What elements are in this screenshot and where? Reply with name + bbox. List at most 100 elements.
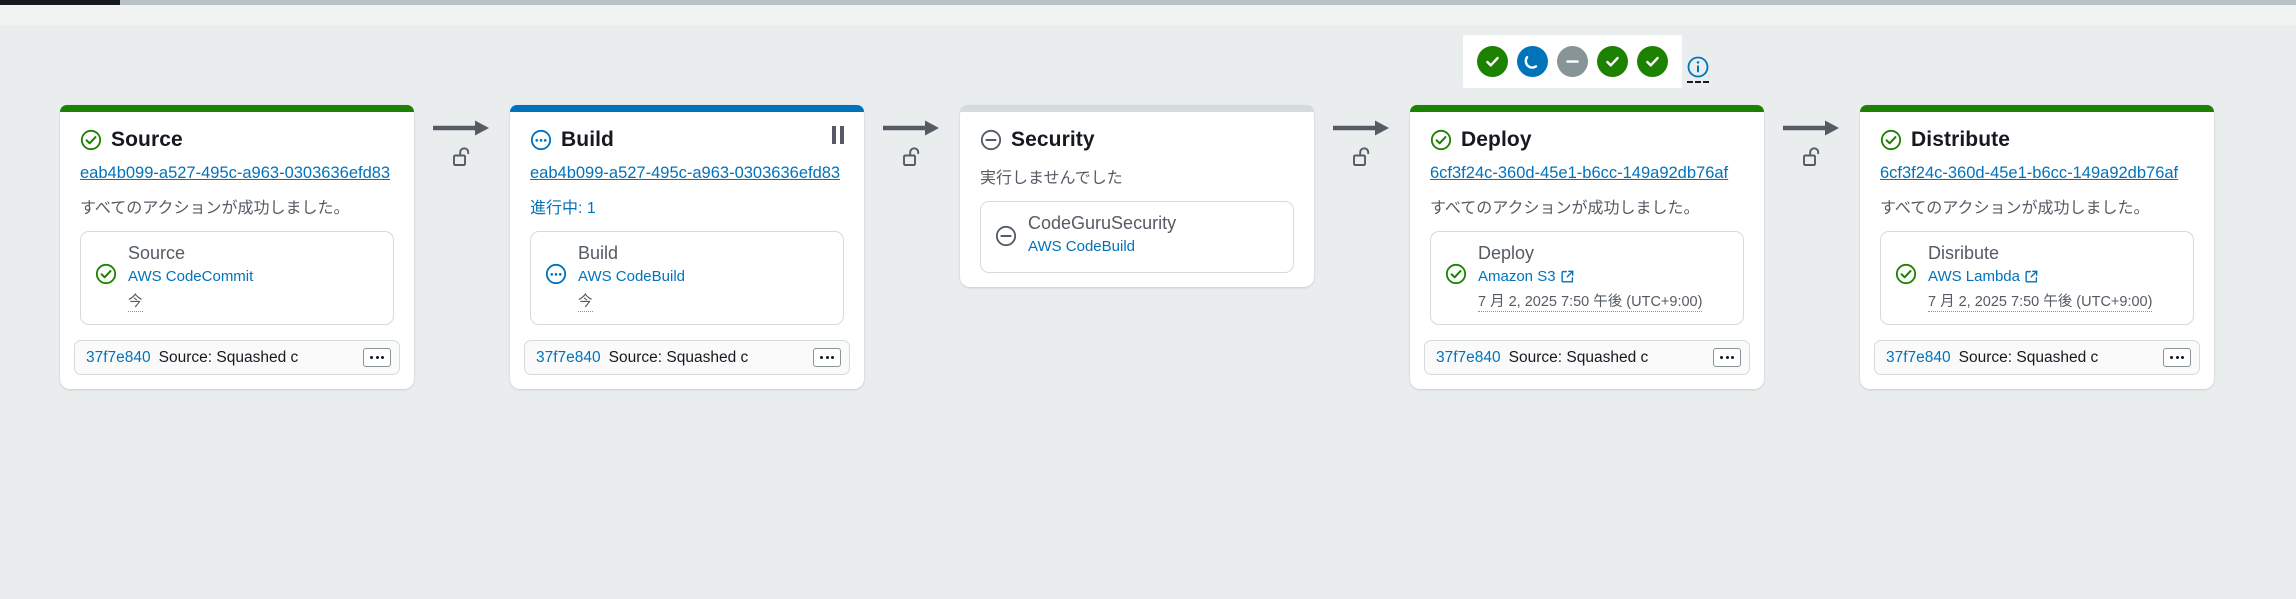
stage-status-bar [960, 105, 1314, 112]
action-status-icon-wrap [1445, 263, 1467, 290]
connector-security-deploy [1314, 105, 1410, 389]
pipeline-stage-row: Source eab4b099-a527-495c-a963-0303636efd… [0, 105, 2296, 389]
in-progress-circle-icon [1524, 55, 1538, 69]
stage-title: Distribute [1911, 128, 2011, 151]
action-provider-label: AWS CodeCommit [128, 268, 254, 285]
info-tooltip-trigger[interactable] [1686, 55, 1710, 83]
stage-header: Security [980, 128, 1294, 152]
unlock-icon [1803, 147, 1820, 166]
check-circle-icon [1486, 56, 1499, 67]
stage-commit-footer: 37f7e840 Source: Squashed c [1874, 340, 2200, 375]
stage-title: Build [561, 128, 614, 151]
stage-summary-text: 進行中: 1 [530, 200, 596, 217]
browser-chrome-band [0, 5, 2296, 25]
stage-commit-footer: 37f7e840 Source: Squashed c [1424, 340, 1750, 375]
unlock-icon [1353, 147, 1370, 166]
pipeline-stage-source[interactable]: Source eab4b099-a527-495c-a963-0303636efd… [60, 105, 414, 389]
top-scrollbar-thumb[interactable] [0, 0, 120, 5]
stage-transition-unlock-icon[interactable] [901, 145, 923, 174]
action-status-icon-wrap [545, 263, 567, 290]
action-provider-link[interactable]: Amazon S3 [1478, 268, 1729, 285]
stage-status-deploy[interactable] [1597, 46, 1628, 77]
pipeline-stage-distribute[interactable]: Distribute 6cf3f24c-360d-45e1-b6cc-149a92… [1860, 105, 2214, 389]
action-provider-label: AWS CodeBuild [1028, 238, 1135, 255]
stage-status-build[interactable] [1517, 46, 1548, 77]
commit-message: Source: Squashed c [608, 348, 749, 366]
action-provider-link[interactable]: AWS Lambda [1928, 268, 2179, 285]
commit-message: Source: Squashed c [1508, 348, 1649, 366]
commit-hash-link[interactable]: 37f7e840 [1886, 348, 1951, 366]
pipeline-stage-deploy[interactable]: Deploy 6cf3f24c-360d-45e1-b6cc-149a92db76… [1410, 105, 1764, 389]
commit-message: Source: Squashed c [1958, 348, 2099, 366]
commit-hash-link[interactable]: 37f7e840 [536, 348, 601, 366]
stage-execution-id-link[interactable]: eab4b099-a527-495c-a963-0303636efd83 [530, 164, 841, 182]
connector-source-build [414, 105, 510, 389]
stage-transition-unlock-icon[interactable] [451, 145, 473, 174]
in-progress-circle-icon [530, 129, 552, 151]
stage-status-summary-cluster [1463, 35, 1682, 88]
stage-header: Deploy [1430, 128, 1744, 152]
stage-transition-arrow [1783, 119, 1841, 142]
commit-more-button[interactable] [363, 348, 391, 367]
stage-status-distribute[interactable] [1637, 46, 1668, 77]
action-provider-link[interactable]: AWS CodeCommit [128, 268, 379, 285]
check-circle-icon [80, 129, 102, 151]
stage-status-bar [510, 105, 864, 112]
stage-title: Deploy [1461, 128, 1532, 151]
unlock-icon [903, 147, 920, 166]
action-name: CodeGuruSecurity [1028, 213, 1177, 233]
stage-transition-unlock-icon[interactable] [1801, 145, 1823, 174]
commit-hash-link[interactable]: 37f7e840 [86, 348, 151, 366]
stage-status-source[interactable] [1477, 46, 1508, 77]
check-circle-icon [1445, 263, 1467, 285]
commit-more-button[interactable] [813, 348, 841, 367]
stage-summary-text: 実行しませんでした [980, 170, 1123, 187]
arrow-right-icon [1783, 120, 1839, 136]
info-underline [1687, 81, 1709, 83]
arrow-right-icon [883, 120, 939, 136]
action-provider-link[interactable]: AWS CodeBuild [1028, 238, 1279, 255]
action-name: Disribute [1928, 243, 2000, 263]
top-scrollbar-track[interactable] [0, 0, 2296, 5]
pipeline-canvas: Source eab4b099-a527-495c-a963-0303636efd… [0, 25, 2296, 599]
action-provider-link[interactable]: AWS CodeBuild [578, 268, 829, 285]
stage-summary-text: すべてのアクションが成功しました。 [80, 200, 350, 217]
action-timestamp: 7 月 2, 2025 7:50 午後 (UTC+9:00) [1928, 290, 2153, 312]
action-status-icon-wrap [995, 225, 1017, 252]
external-link-icon [2025, 270, 2038, 283]
action-provider-label: Amazon S3 [1478, 268, 1556, 285]
stage-status-security[interactable] [1557, 46, 1588, 77]
check-circle-icon [1606, 56, 1619, 67]
stage-execution-id-link[interactable]: 6cf3f24c-360d-45e1-b6cc-149a92db76af [1430, 164, 1729, 182]
stage-pause-button[interactable] [832, 126, 844, 144]
stage-execution-id-link[interactable]: 6cf3f24c-360d-45e1-b6cc-149a92db76af [1880, 164, 2179, 182]
check-circle-icon [1895, 263, 1917, 285]
stage-execution-id-link[interactable]: eab4b099-a527-495c-a963-0303636efd83 [80, 164, 391, 182]
arrow-right-icon [433, 120, 489, 136]
pipeline-stage-build[interactable]: Build eab4b099-a527-495c-a963-0303636efd8… [510, 105, 864, 389]
stage-header: Distribute [1880, 128, 2194, 152]
in-progress-circle-icon [545, 263, 567, 285]
stage-transition-unlock-icon[interactable] [1351, 145, 1373, 174]
action-timestamp: 今 [578, 290, 593, 312]
commit-more-button[interactable] [2163, 348, 2191, 367]
stage-title: Security [1011, 128, 1095, 151]
stage-title: Source [111, 128, 183, 151]
action-provider-label: AWS CodeBuild [578, 268, 685, 285]
check-circle-icon [1430, 129, 1452, 151]
action-timestamp: 7 月 2, 2025 7:50 午後 (UTC+9:00) [1478, 290, 1703, 312]
action-status-icon-wrap [95, 263, 117, 290]
commit-hash-link[interactable]: 37f7e840 [1436, 348, 1501, 366]
minus-circle-icon [980, 129, 1002, 151]
action-name: Deploy [1478, 243, 1535, 263]
commit-more-button[interactable] [1713, 348, 1741, 367]
connector-build-security [864, 105, 960, 389]
arrow-right-icon [1333, 120, 1389, 136]
